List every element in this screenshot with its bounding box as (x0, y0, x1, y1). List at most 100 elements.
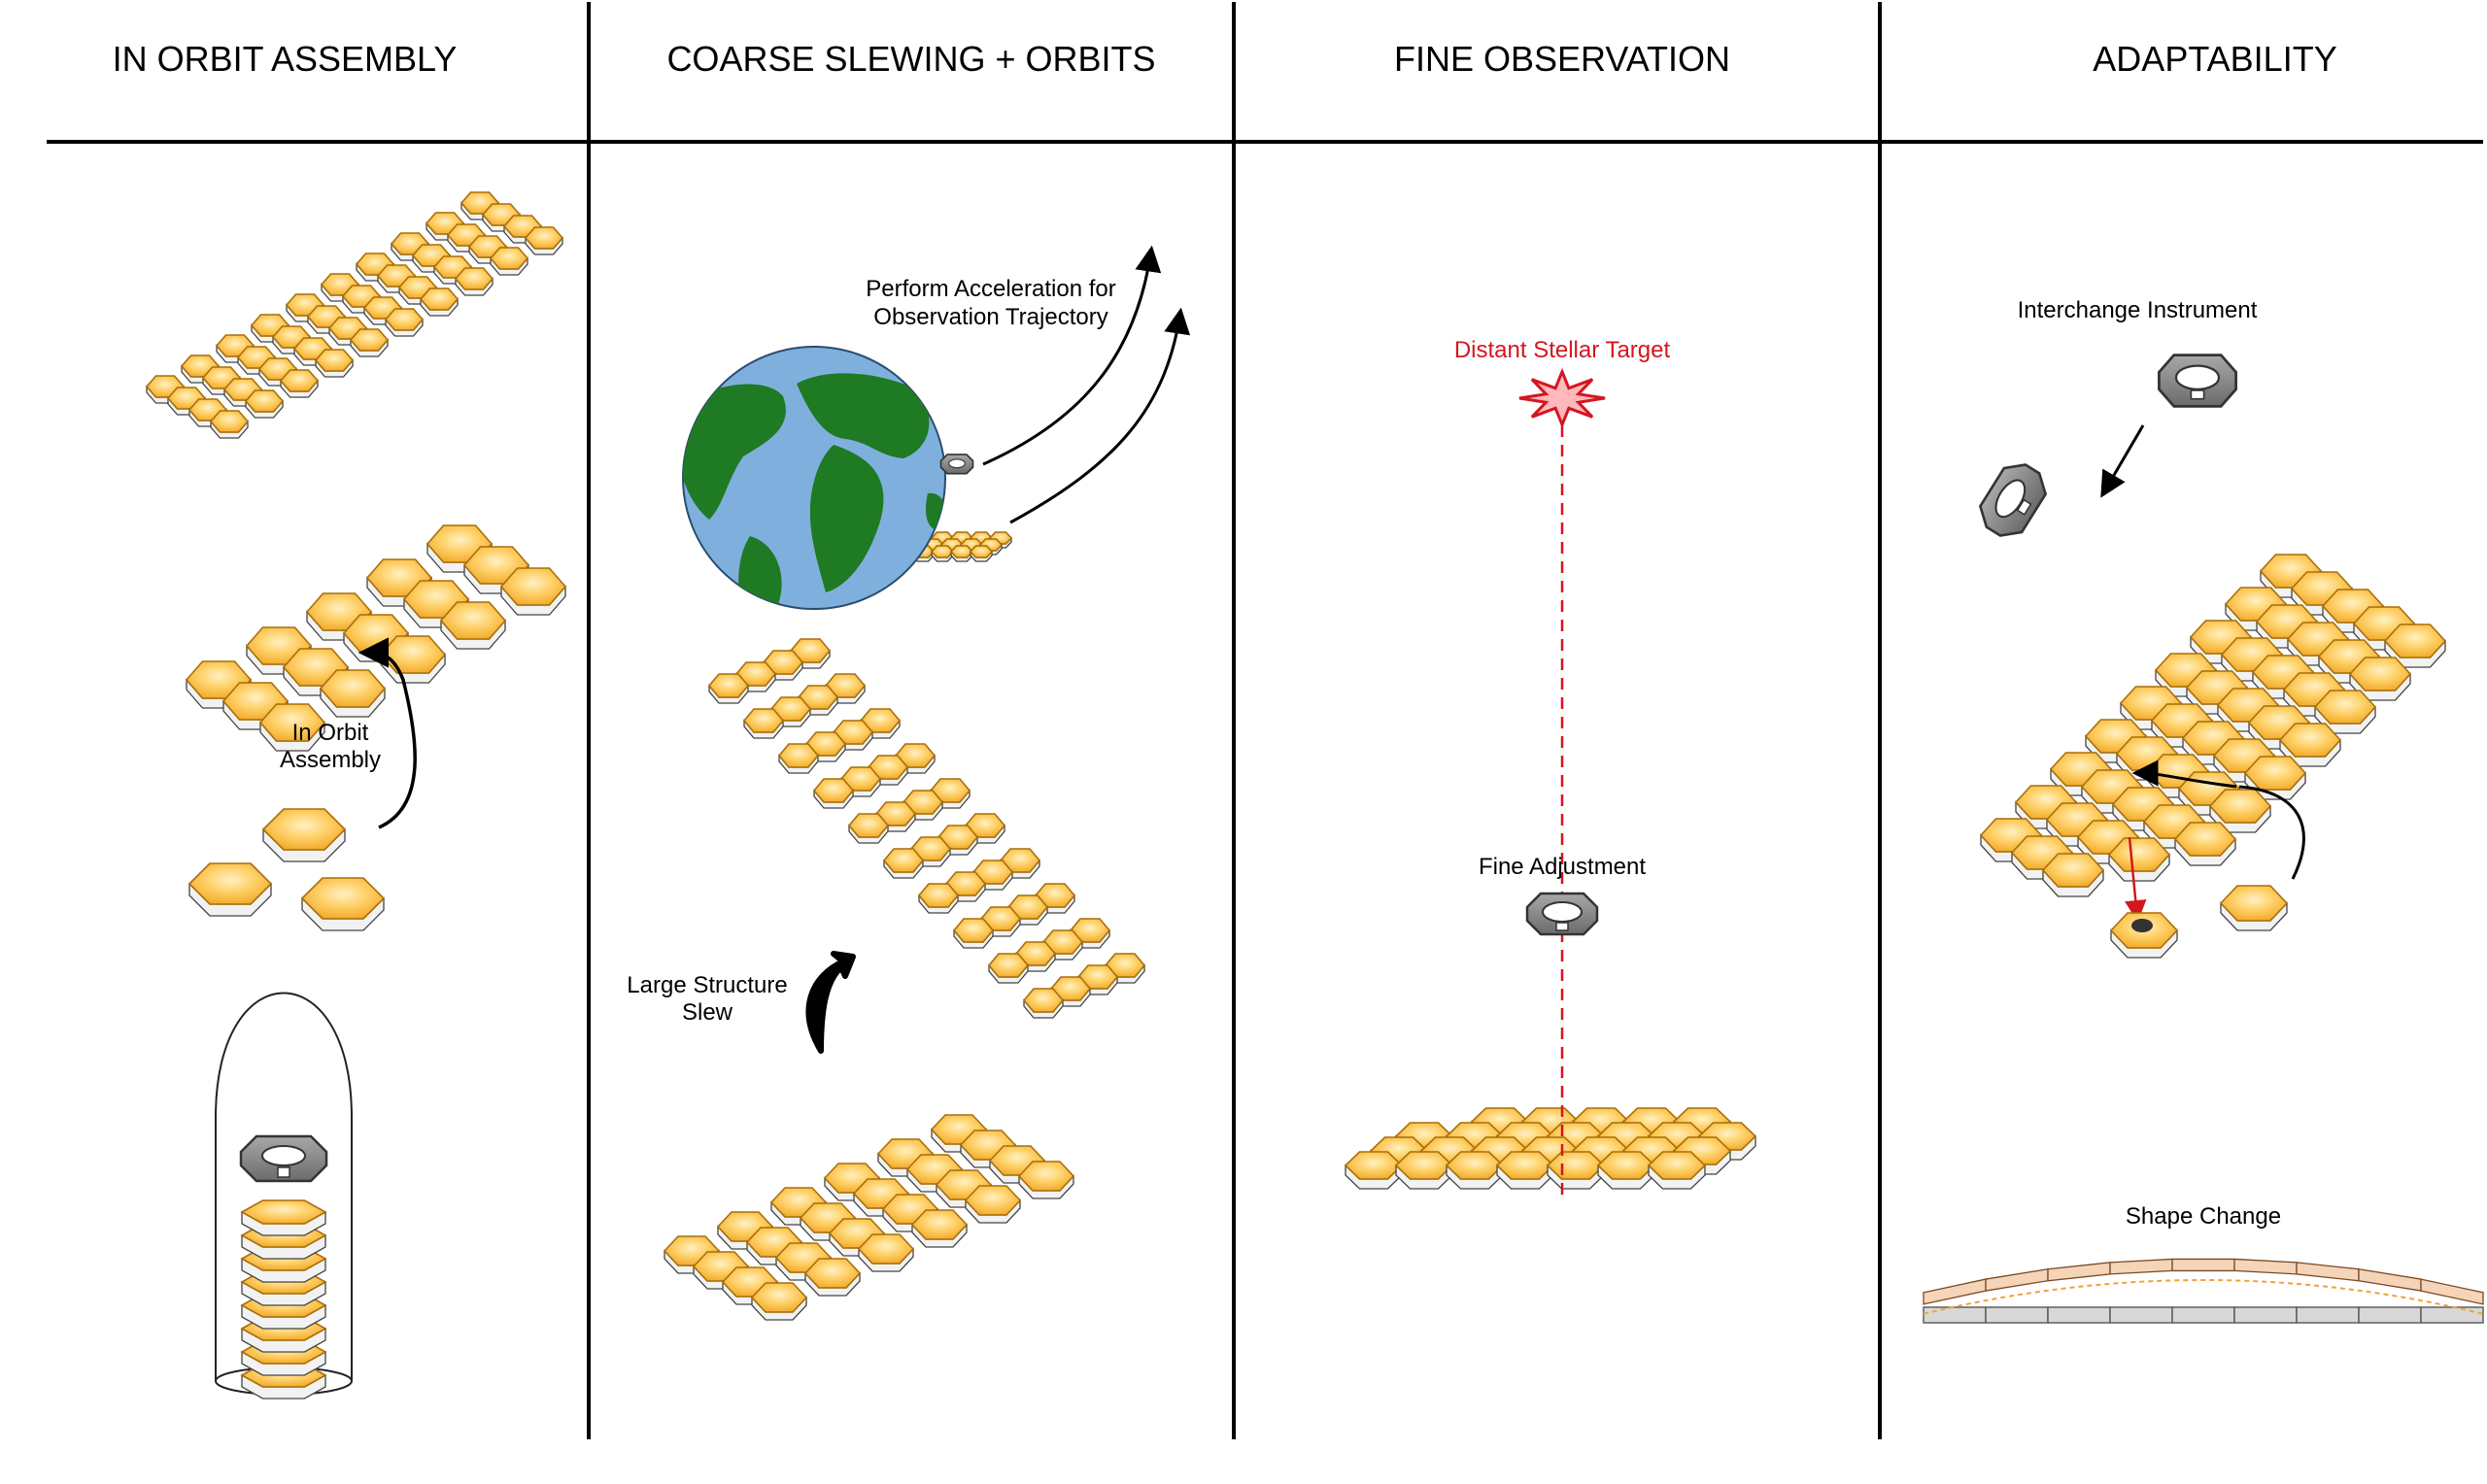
mirror-tile (349, 328, 390, 357)
curved-segment (2047, 1262, 2111, 1282)
panel-assembly: In Orbit Assembly (187, 637, 417, 1400)
curved-segment (2296, 1262, 2360, 1282)
mirror-tile (1647, 1151, 1707, 1190)
mirror-tile (439, 601, 507, 650)
mirror-tile (2278, 723, 2342, 767)
trajectory-arrow-instrument (982, 245, 1162, 466)
panel-slewing: Perform Acceleration for Observation Tra… (627, 245, 1191, 1054)
assembly-label-line1: In Orbit (292, 720, 369, 746)
curved-segment (2420, 1278, 2484, 1305)
panel-title-slewing: COARSE SLEWING + ORBITS (666, 39, 1155, 79)
observation-array (1344, 1107, 1757, 1190)
mirror-tile (882, 848, 925, 879)
slewing-array-tilted (707, 638, 1146, 1019)
mirror-tile (319, 669, 387, 718)
mirror-tile (2313, 690, 2377, 734)
mirror-tile (777, 743, 820, 774)
slewing-array-flat (663, 1114, 1075, 1321)
interchange-arrow (2100, 424, 2145, 498)
mirror-tile (742, 708, 785, 739)
mirror-tile (1596, 1151, 1656, 1190)
slew-arrow (805, 951, 856, 1054)
flat-segment (2296, 1306, 2360, 1324)
flat-segment (1923, 1306, 1987, 1324)
spare-tiles (2109, 885, 2289, 959)
trajectory-arrow-array (1009, 307, 1191, 524)
mirror-tile (1344, 1151, 1404, 1190)
replace-arrow (2131, 759, 2237, 789)
replace-arrow-curve (2238, 785, 2305, 880)
mirror-tile (258, 703, 326, 752)
mirror-tile (707, 673, 750, 704)
assembly-label-line2: Assembly (280, 747, 381, 773)
interchange-label: Interchange Instrument (2018, 297, 2258, 323)
mirror-tile (489, 247, 529, 276)
mirror-tile (279, 369, 320, 398)
mirror-tile (314, 349, 355, 378)
panel-title-observation: FINE OBSERVATION (1394, 39, 1730, 79)
slew-label-line2: Slew (682, 999, 733, 1026)
curved-segment (2171, 1258, 2235, 1272)
orbiting-instrument-icon (939, 454, 974, 475)
curved-segment (2358, 1267, 2422, 1292)
loose-tile (300, 877, 386, 931)
mirror-tile (209, 410, 250, 439)
old-instrument-icon (1978, 463, 2048, 537)
mirror-tile (1022, 988, 1065, 1019)
mirror-arrays (145, 191, 2447, 1321)
frame (47, 2, 2483, 1439)
mirror-tile (812, 778, 855, 809)
stowed-tile-stack (239, 1134, 328, 1400)
mirror-tile (952, 918, 995, 949)
flat-segment (2047, 1306, 2111, 1324)
mirror-tile (987, 953, 1030, 984)
curved-segment (2109, 1258, 2173, 1275)
mirror-tile (419, 287, 460, 317)
mirror-tile (384, 308, 425, 337)
mirror-tile (1017, 1161, 1075, 1199)
replacement-tile (2219, 885, 2289, 931)
stowed-instrument-icon (239, 1134, 328, 1183)
panel-title-adaptability: ADAPTABILITY (2093, 39, 2336, 79)
acceleration-label-line2: Observation Trajectory (873, 304, 1107, 330)
flat-segment (2358, 1306, 2422, 1324)
loose-tile (187, 862, 273, 917)
flat-segment (2420, 1306, 2484, 1324)
flat-segment (1985, 1306, 2049, 1324)
new-instrument-icon (2158, 354, 2237, 408)
curved-segment (2233, 1258, 2298, 1275)
shape-change-label: Shape Change (2126, 1203, 2281, 1230)
curved-segment (1923, 1278, 1987, 1305)
assembled-array-small (145, 191, 564, 439)
mirror-tile (454, 267, 494, 296)
launch-fairing (215, 992, 353, 1381)
mirror-tile (857, 1233, 915, 1272)
curved-segment (1985, 1267, 2049, 1292)
mirror-tile (969, 545, 994, 562)
mirror-tile (964, 1185, 1022, 1224)
loose-tile (261, 808, 347, 862)
mirror-tile (2041, 853, 2105, 897)
target-label: Distant Stellar Target (1454, 337, 1671, 363)
earth-icon (682, 346, 946, 610)
stowed-tile (240, 1199, 327, 1236)
panel-adaptability: Interchange Instrument Shape Change (1923, 297, 2484, 1324)
mirror-tile (750, 1282, 808, 1321)
mirror-tile (1495, 1151, 1555, 1190)
mirror-tile (1546, 1151, 1606, 1190)
mirror-tile (524, 226, 564, 255)
mirror-tile (499, 567, 567, 616)
mirror-tile (930, 545, 955, 562)
mirror-tile (803, 1258, 862, 1297)
damaged-tile-arrow (2125, 836, 2147, 923)
loose-mirror-tiles (187, 808, 386, 931)
damage-mark (2131, 919, 2153, 932)
mirror-tile (2243, 756, 2307, 800)
flat-segment (2171, 1306, 2235, 1324)
mirror-tile (917, 883, 960, 914)
mirror-tile (910, 1209, 969, 1248)
mirror-tile (1394, 1151, 1454, 1190)
shape-change-diagram (1923, 1258, 2484, 1324)
fine-adjust-instrument-icon (1525, 892, 1599, 936)
